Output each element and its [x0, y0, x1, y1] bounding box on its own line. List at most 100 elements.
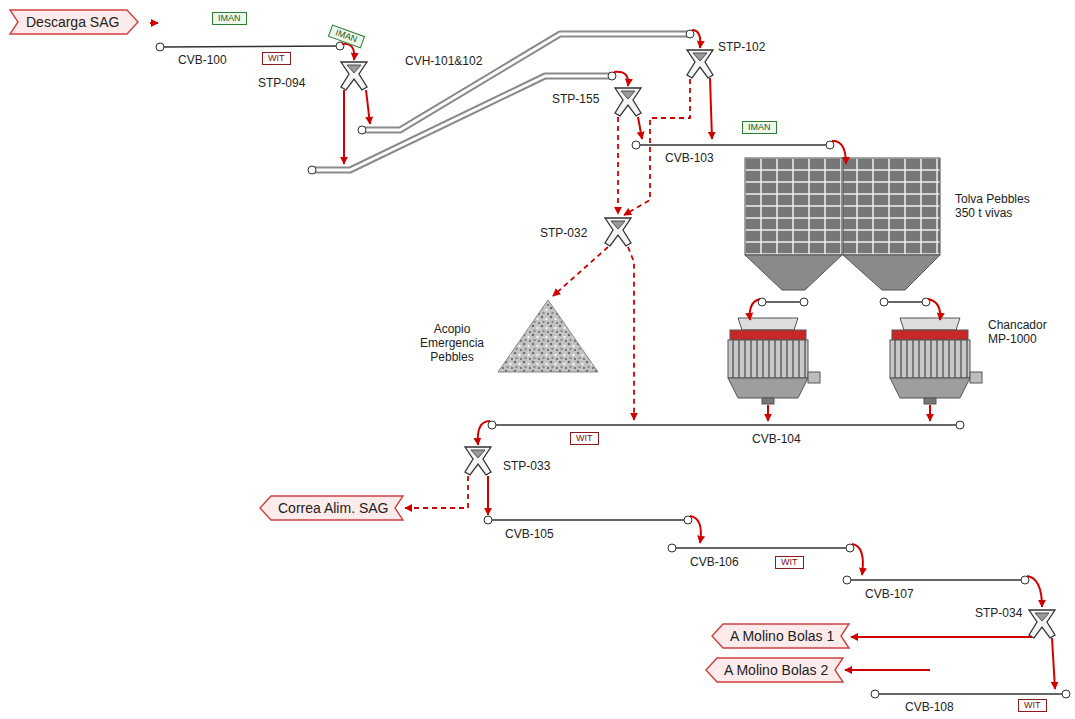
process-illustration	[341, 62, 367, 90]
flow-arrow	[638, 117, 642, 139]
inclined-conveyor	[608, 72, 616, 80]
flow-arrow	[845, 669, 930, 671]
node-text: Descarga SAG	[26, 14, 119, 30]
weightometer-tag: WIT	[570, 432, 599, 445]
flow-arrow	[852, 544, 863, 575]
flow-arrow	[150, 23, 1055, 689]
weightometer-tag: WIT	[262, 52, 291, 65]
belt-conveyor	[672, 547, 850, 549]
pebbles-bin	[745, 255, 842, 290]
node-text: A Molino Bolas 1	[730, 628, 834, 644]
flow-arrow	[478, 421, 490, 445]
belt-conveyor	[846, 544, 854, 552]
belt-conveyor	[871, 690, 879, 698]
belt-conveyor	[484, 516, 492, 524]
flow-arrow	[614, 72, 628, 86]
belt-conveyor	[684, 516, 692, 524]
flow-arrow	[366, 90, 370, 124]
equipment-tag: STP-032	[540, 226, 587, 240]
flow-arrow	[342, 44, 354, 60]
equipment-tag: STP-033	[503, 459, 550, 473]
belt-conveyor	[847, 579, 1025, 581]
process-illustration	[465, 447, 491, 475]
inclined-conveyor	[362, 34, 690, 130]
flow-arrow	[692, 30, 700, 48]
inclined-conveyor	[308, 30, 694, 174]
stockpile	[498, 300, 598, 372]
stockpile	[498, 300, 598, 372]
destination-arrow: Correa Alim. SAG	[260, 496, 403, 520]
magnet-tag: IMAN	[212, 12, 247, 25]
belt-conveyor	[488, 421, 496, 429]
belt-conveyor	[636, 144, 830, 146]
destination-arrow: A Molino Bolas 2	[706, 658, 843, 682]
equipment-tag: STP-155	[552, 92, 599, 106]
node-text: WIT	[576, 433, 593, 443]
bypass-flow	[405, 476, 468, 508]
belt-conveyor	[956, 421, 964, 429]
arrow-outline	[706, 658, 843, 682]
equipment-tag: Tolva Pebbles 350 t vivas	[955, 192, 1045, 220]
flow-arrow	[343, 90, 345, 164]
inclined-conveyor	[686, 30, 694, 38]
magnet-tag: IMAN	[742, 121, 777, 134]
flow-arrow	[1052, 638, 1055, 689]
process-illustration	[890, 318, 982, 404]
flow-arrow	[690, 516, 701, 543]
inclined-conveyor	[308, 166, 316, 174]
source-arrow: Descarga SAG	[10, 10, 138, 34]
equipment-tag: CVB-104	[752, 432, 801, 446]
belt-conveyor	[156, 42, 1070, 698]
process-illustration	[687, 50, 713, 78]
belt-conveyor	[668, 544, 676, 552]
arrow-outline	[260, 496, 403, 520]
equipment-tag: CVB-103	[665, 151, 714, 165]
bypass-flow	[405, 79, 690, 508]
node-text: WIT	[781, 557, 798, 567]
belt-conveyor	[800, 298, 808, 306]
belt-conveyor	[875, 693, 1066, 695]
flow-arrow	[928, 299, 940, 320]
bypass-flow	[553, 247, 608, 296]
node-text: WIT	[268, 53, 285, 63]
process-illustration	[615, 88, 641, 116]
equipment-tag: STP-102	[718, 40, 765, 54]
flow-arrow	[767, 405, 769, 421]
belt-conveyor	[488, 519, 688, 521]
belt-conveyor	[492, 424, 960, 426]
belt-conveyor	[160, 46, 340, 47]
weightometer-tag: WIT	[775, 556, 804, 569]
belt-conveyor	[1062, 690, 1070, 698]
flow-arrow	[832, 141, 846, 164]
bypass-flow	[617, 117, 619, 214]
bypass-flow	[624, 79, 690, 215]
node-text: A Molino Bolas 2	[724, 662, 828, 678]
equipment-tag: Chancador MP-1000	[988, 318, 1068, 346]
arrow-outline	[10, 10, 138, 34]
bypass-flow	[628, 247, 634, 420]
pebbles-bin	[745, 158, 940, 290]
node-text: IMAN	[218, 13, 241, 23]
flow-arrow	[750, 299, 760, 320]
flow-arrow	[929, 405, 931, 421]
pebbles-bin	[843, 255, 940, 290]
equipment-tag: Acopio Emergencia Pebbles	[410, 322, 494, 364]
flow-arrow	[150, 22, 158, 24]
arrow-outline	[712, 624, 849, 648]
node-text: IMAN	[748, 122, 771, 132]
belt-conveyor	[632, 141, 640, 149]
process-illustration	[605, 218, 631, 246]
equipment-tag: STP-034	[975, 606, 1022, 620]
belt-conveyor	[843, 576, 851, 584]
equipment-tag: CVH-101&102	[405, 54, 482, 68]
equipment-tag: STP-094	[258, 76, 305, 90]
equipment-tag: CVB-100	[178, 53, 227, 67]
destination-arrow: A Molino Bolas 1	[712, 624, 849, 648]
node-text: IMAN	[334, 27, 359, 44]
equipment-tag: CVB-106	[690, 555, 739, 569]
belt-conveyor	[762, 301, 804, 303]
process-illustration	[1029, 610, 1055, 638]
flow-arrow	[487, 476, 489, 515]
